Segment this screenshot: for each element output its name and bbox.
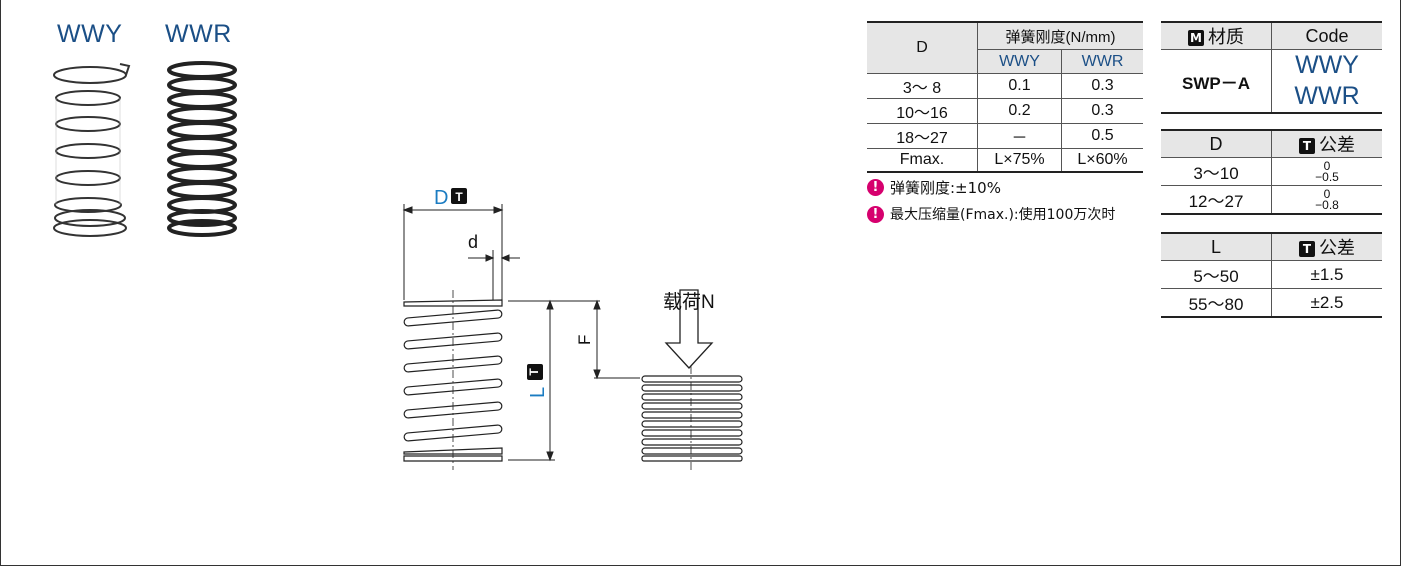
note-fmax: ! 最大压缩量(Fmax.):使用100万次时	[867, 204, 1115, 224]
note-spring-rate: ! 弹簧刚度:±10%	[867, 177, 1001, 198]
code-header: Code	[1271, 21, 1382, 50]
d-tol-header-label: 公差	[1319, 135, 1355, 155]
rate-row-wwy: L×75%	[977, 148, 1062, 173]
rate-header-rate: 弹簧刚度(N/mm)	[977, 21, 1143, 51]
tol-lower: −0.5	[1315, 169, 1339, 184]
d-tol-range: 3～10	[1161, 157, 1272, 186]
rate-row-d: 10～16	[867, 98, 978, 124]
rate-row-d: 3～ 8	[867, 73, 978, 99]
code-wwy: WWY	[1295, 51, 1359, 79]
tol-upper: 0	[1323, 186, 1331, 201]
code-wwr: WWR	[1271, 81, 1382, 114]
rate-row-d: 18～27	[867, 123, 978, 149]
load-label: 载荷N	[663, 291, 715, 313]
note-text: 最大压缩量(Fmax.):使用100万次时	[890, 207, 1116, 223]
material-value: SWP－A	[1161, 49, 1272, 114]
d-tol-range: 12～27	[1161, 185, 1272, 215]
dim-L-label: L	[527, 387, 549, 398]
wwy-spring-photo	[53, 63, 131, 237]
warning-icon: !	[867, 205, 884, 223]
tolerance-badge-icon: T	[1299, 241, 1315, 258]
tolerance-badge-icon	[527, 364, 543, 380]
rate-row-wwr: 0.3	[1061, 98, 1143, 124]
l-tol-range: 5～50	[1161, 260, 1272, 289]
tol-lower: −0.8	[1315, 197, 1339, 212]
dim-d-label: d	[468, 232, 478, 252]
rate-header-d: D	[867, 21, 978, 74]
wwr-spring-photo	[167, 61, 237, 237]
tol-upper: 0	[1323, 158, 1331, 173]
tolerance-badge-icon: T	[1299, 138, 1315, 155]
dim-D-badge: T	[455, 190, 463, 204]
wwr-label: WWR	[165, 20, 232, 48]
l-tol-header-label: 公差	[1319, 238, 1355, 258]
note-text: 弹簧刚度:±10%	[890, 179, 1001, 197]
dim-L-badge: T	[527, 368, 541, 376]
l-tol-value: ±1.5	[1271, 260, 1382, 289]
rate-row-wwy: 0.1	[977, 73, 1062, 99]
l-tol-range: 55～80	[1161, 288, 1272, 318]
d-tol-value: 0−0.8	[1271, 185, 1382, 215]
dim-F-label: F	[575, 335, 594, 345]
tolerance-badge-icon	[451, 188, 467, 204]
rate-header-wwr: WWR	[1061, 49, 1143, 74]
rate-row-wwr: L×60%	[1061, 148, 1143, 173]
spring-dimension-drawing: D T d L T F 载荷N	[402, 187, 743, 470]
d-tol-header-d: D	[1161, 129, 1272, 158]
rate-header-wwy: WWY	[977, 49, 1062, 74]
material-badge-icon: M	[1188, 30, 1204, 47]
warning-icon: !	[867, 179, 884, 196]
l-tol-header-l: L	[1161, 232, 1272, 261]
spring-rate-table: D 弹簧刚度(N/mm) WWY WWR 3～ 8 0.1 0.3 10～16 …	[867, 21, 1143, 173]
material-header-label: 材质	[1208, 27, 1244, 47]
rate-row-wwr: 0.5	[1061, 123, 1143, 149]
l-tol-value: ±2.5	[1271, 288, 1382, 318]
rate-row-wwy: 0.2	[977, 98, 1062, 124]
d-tol-value: 0−0.5	[1271, 157, 1382, 186]
wwy-label: WWY	[57, 20, 123, 48]
rate-row-d: Fmax.	[867, 148, 978, 173]
rate-row-wwr: 0.3	[1061, 73, 1143, 99]
rate-row-wwy: －	[977, 123, 1062, 149]
dim-D-label: D	[434, 187, 448, 209]
